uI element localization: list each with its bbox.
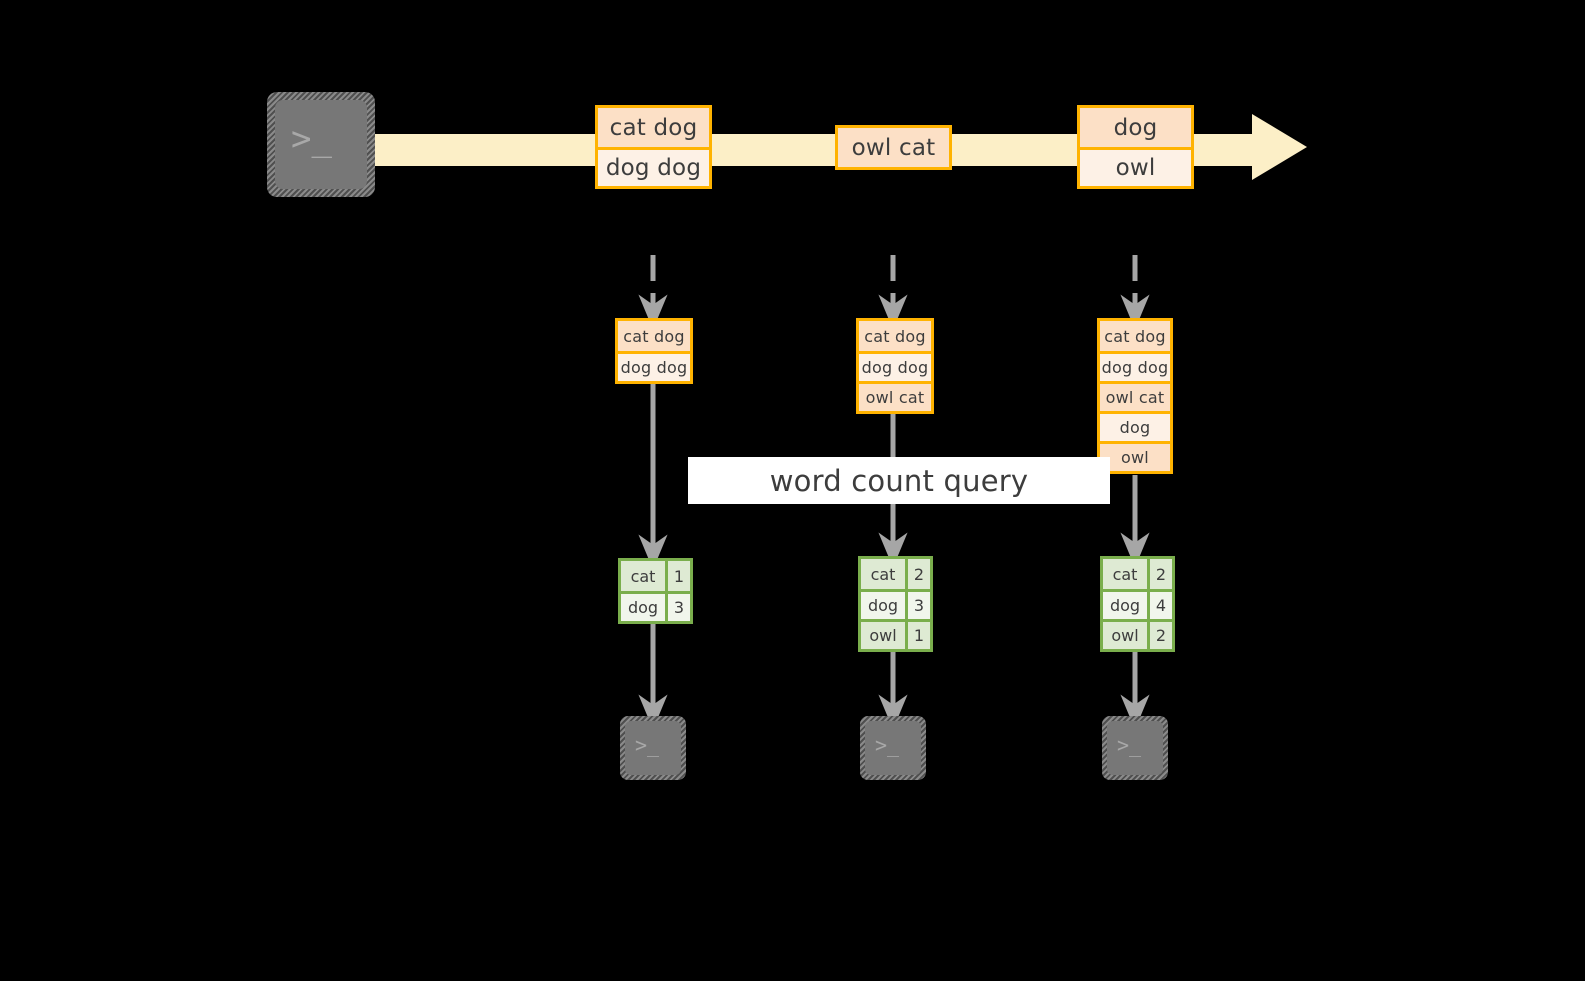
stream-record: cat dog	[598, 108, 709, 147]
stream-record: dog dog	[598, 147, 709, 186]
result-word: dog	[1103, 592, 1147, 619]
result-row: dog 3	[621, 591, 690, 621]
result-row: cat 2	[861, 559, 930, 589]
stack-record: cat dog	[859, 321, 931, 351]
stream-record-group-2[interactable]: owl cat	[835, 125, 952, 170]
result-row: cat 1	[621, 561, 690, 591]
result-count: 1	[665, 561, 690, 591]
stack-record: dog dog	[859, 351, 931, 381]
terminal-screen: >_	[1107, 721, 1163, 775]
terminal-prompt-glyph: >_	[291, 119, 332, 159]
result-row: dog 3	[861, 589, 930, 619]
sink-terminal-icon-3[interactable]: >_	[1102, 716, 1168, 780]
sink-terminal-icon-2[interactable]: >_	[860, 716, 926, 780]
stack-record: owl cat	[859, 381, 931, 411]
stack-record: dog dog	[618, 351, 690, 381]
word-count-query-label: word count query	[688, 457, 1110, 504]
stream-record: owl	[1080, 147, 1191, 186]
terminal-prompt-glyph: >_	[1117, 733, 1142, 757]
result-row: dog 4	[1103, 589, 1172, 619]
stream-record-group-1[interactable]: cat dog dog dog	[595, 105, 712, 189]
word-count-result-1[interactable]: cat 1 dog 3	[618, 558, 693, 624]
result-word: cat	[861, 559, 905, 589]
result-word: dog	[861, 592, 905, 619]
terminal-screen: >_	[625, 721, 681, 775]
stack-record: cat dog	[618, 321, 690, 351]
result-count: 3	[905, 592, 930, 619]
result-count: 3	[665, 594, 690, 621]
word-count-result-3[interactable]: cat 2 dog 4 owl 2	[1100, 556, 1175, 652]
stack-record: owl cat	[1100, 381, 1170, 411]
word-count-result-2[interactable]: cat 2 dog 3 owl 1	[858, 556, 933, 652]
stack-record: owl	[1100, 441, 1170, 471]
sink-terminal-icon-1[interactable]: >_	[620, 716, 686, 780]
result-row: cat 2	[1103, 559, 1172, 589]
result-row: owl 1	[861, 619, 930, 649]
stack-record: cat dog	[1100, 321, 1170, 351]
result-word: cat	[1103, 559, 1147, 589]
terminal-prompt-glyph: >_	[875, 733, 900, 757]
accumulated-records-1[interactable]: cat dog dog dog	[615, 318, 693, 384]
result-count: 2	[1147, 559, 1172, 589]
accumulated-records-2[interactable]: cat dog dog dog owl cat	[856, 318, 934, 414]
stream-record: owl cat	[838, 128, 949, 167]
source-terminal-icon[interactable]: >_	[267, 92, 375, 197]
stream-record: dog	[1080, 108, 1191, 147]
result-count: 2	[905, 559, 930, 589]
terminal-screen: >_	[865, 721, 921, 775]
stack-record: dog	[1100, 411, 1170, 441]
result-row: owl 2	[1103, 619, 1172, 649]
stack-record: dog dog	[1100, 351, 1170, 381]
query-label-text: word count query	[769, 463, 1029, 498]
result-word: cat	[621, 561, 665, 591]
stream-record-group-3[interactable]: dog owl	[1077, 105, 1194, 189]
result-word: owl	[861, 622, 905, 649]
terminal-screen: >_	[275, 100, 367, 189]
accumulated-records-3[interactable]: cat dog dog dog owl cat dog owl	[1097, 318, 1173, 474]
result-count: 4	[1147, 592, 1172, 619]
terminal-prompt-glyph: >_	[635, 733, 660, 757]
result-count: 2	[1147, 622, 1172, 649]
result-word: owl	[1103, 622, 1147, 649]
result-count: 1	[905, 622, 930, 649]
result-word: dog	[621, 594, 665, 621]
